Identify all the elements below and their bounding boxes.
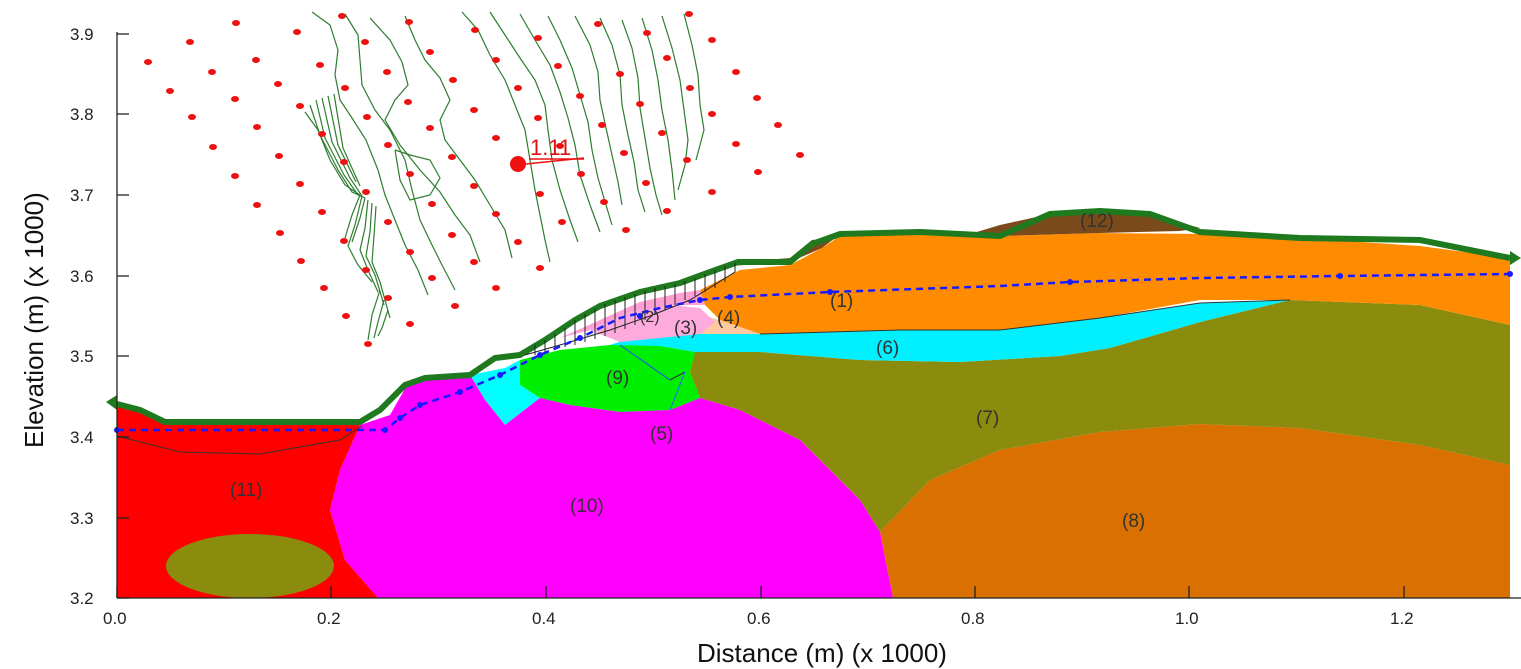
x-tick-label: 1.0 (1175, 609, 1199, 628)
olive-inclusion (166, 534, 334, 598)
region-label-3: (3) (674, 318, 697, 339)
boundary-lines (116, 299, 1291, 455)
region-9-fill (520, 345, 700, 412)
left-end-marker (106, 395, 117, 410)
x-axis-title: Distance (m) (x 1000) (697, 638, 947, 668)
x-tick-label: 0.6 (747, 609, 771, 628)
critical-slip-center (510, 156, 526, 172)
region-1-fill (700, 233, 1510, 334)
x-ticks (116, 586, 1405, 598)
y-axis-title: Elevation (m) (x 1000) (19, 192, 49, 448)
y-tick-label: 3.4 (70, 428, 94, 447)
y-tick-label: 3.9 (70, 25, 94, 44)
y-tick-label: 3.6 (70, 267, 94, 286)
fos-value: 1.11 (530, 135, 571, 160)
region-7-fill (690, 300, 1510, 532)
slip-center-grid (144, 11, 804, 347)
soil-regions (117, 211, 1510, 598)
y-tick-labels: 3.2 3.3 3.4 3.5 3.6 3.7 3.8 3.9 (70, 25, 94, 608)
region-3-fill (590, 305, 715, 342)
ground-surface (116, 207, 1511, 425)
right-end-marker (1510, 251, 1521, 265)
fos-contours (311, 11, 705, 296)
x-tick-labels: 0.0 0.2 0.4 0.6 0.8 1.0 1.2 (103, 609, 1414, 628)
region-label-5: (5) (650, 424, 673, 445)
y-ticks (117, 33, 129, 599)
x-tick-label: 0.4 (532, 609, 556, 628)
radius-fan (304, 93, 391, 341)
region-2-fill (560, 290, 705, 338)
slip-slices (524, 263, 736, 356)
region-label-2: (2) (640, 309, 660, 326)
x-tick-label: 0.8 (961, 609, 985, 628)
region-8-fill (880, 424, 1510, 598)
x-tick-label: 0.0 (103, 609, 127, 628)
region-12-fill (960, 211, 1200, 237)
region-label-11: (11) (230, 480, 262, 501)
region-label-6: (6) (876, 338, 899, 359)
y-tick-label: 3.5 (70, 347, 94, 366)
region-label-9: (9) (606, 368, 629, 389)
region-label-8: (8) (1122, 511, 1145, 532)
y-tick-label: 3.7 (70, 186, 94, 205)
region-10-fill (330, 375, 893, 598)
region-label-1: (1) (830, 291, 853, 312)
y-tick-label: 3.2 (70, 589, 94, 608)
region-5-fill (470, 360, 540, 425)
axes (116, 32, 1521, 599)
region-label-10: (10) (570, 496, 604, 517)
x-tick-label: 0.2 (317, 609, 341, 628)
y-tick-label: 3.3 (70, 509, 94, 528)
region-label-7: (7) (976, 408, 999, 429)
region-labels: (1) (2) (3) (4) (5) (6) (7) (8) (9) (10)… (230, 211, 1145, 532)
x-tick-label: 1.2 (1390, 609, 1414, 628)
y-tick-label: 3.8 (70, 105, 94, 124)
water-table-points (114, 271, 1513, 433)
region-label-12: (12) (1080, 211, 1114, 232)
region-label-4: (4) (717, 308, 740, 329)
